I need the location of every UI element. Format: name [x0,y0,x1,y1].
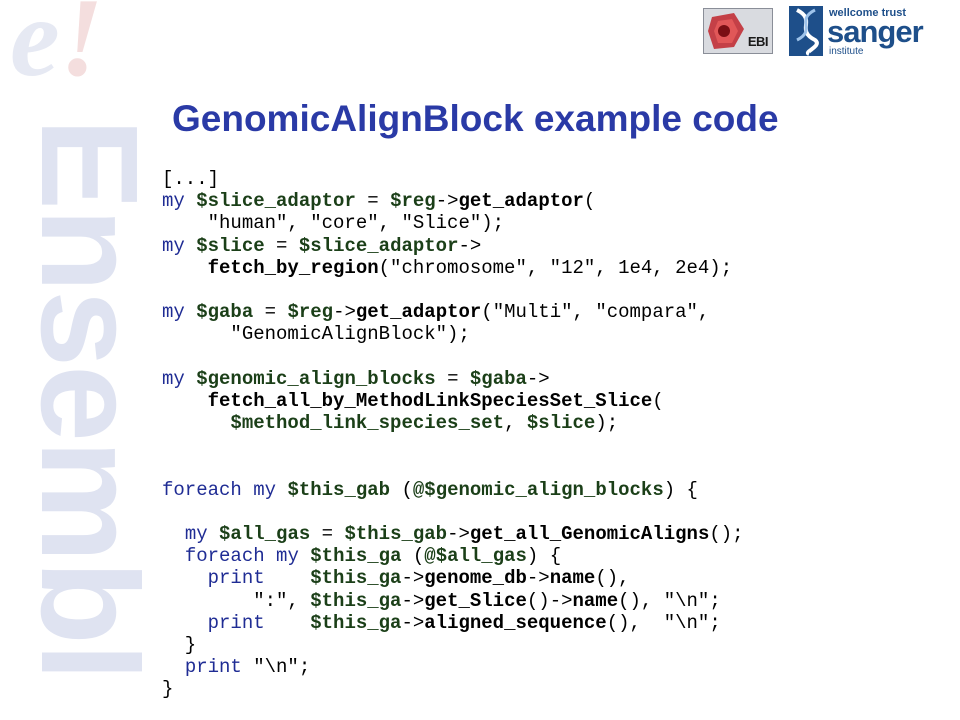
code-line: ​ [162,456,744,478]
ebi-hexagon-icon [708,13,744,49]
sanger-helix-icon [789,6,823,56]
code-line: ":", $this_ga->get_Slice()->name(), "\n"… [162,589,721,612]
code-line: print $this_ga->genome_db->name(), [207,567,630,590]
code-line: my $gaba = $reg->get_adaptor("Multi", "c… [162,301,710,324]
code-line: "GenomicAlignBlock"); [162,323,470,346]
ebi-logo: EBI [703,8,773,54]
code-line: ​ [162,346,744,368]
ebi-label: EBI [747,34,769,49]
code-line: "human", "core", "Slice"); [162,212,505,235]
ensembl-e-logo: e! [10,0,103,94]
code-line: } [162,633,197,656]
code-line: print $this_ga->aligned_sequence(), "\n"… [207,611,721,634]
sanger-line2: sanger [827,14,924,49]
logo-mark: ! [59,0,104,100]
code-line: fetch_by_region("chromosome", "12", 1e4,… [207,256,733,279]
code-line: } [162,678,174,701]
code-line: my $slice_adaptor = $reg->get_adaptor( [162,190,596,213]
code-line: my $all_gas = $this_gab->get_all_Genomic… [184,523,744,545]
code-line: ​ [162,501,744,523]
code-line: ​ [162,279,744,301]
code-line: foreach my $this_gab (@$genomic_align_bl… [162,478,698,501]
ensembl-side-word: Ensembl [12,118,166,680]
sanger-line3: institute [829,46,864,57]
sanger-logo: wellcome trust sanger institute [789,6,953,57]
code-block: [...]my $slice_adaptor = $reg->get_adapt… [162,168,744,701]
code-line: fetch_all_by_MethodLinkSpeciesSet_Slice( [207,389,664,412]
code-line: my $slice = $slice_adaptor-> [162,234,482,257]
code-line: [...] [162,168,220,190]
code-line: foreach my $this_ga (@$all_gas) { [184,545,562,568]
code-line: print "\n"; [184,656,311,679]
code-line: ​ [162,434,744,456]
sanger-line1: wellcome trust [829,7,907,19]
logo-letter: e [10,0,60,100]
slide-title: GenomicAlignBlock example code [172,98,779,139]
code-line: $method_link_species_set, $slice); [230,412,619,435]
code-line: my $genomic_align_blocks = $gaba-> [162,367,550,390]
